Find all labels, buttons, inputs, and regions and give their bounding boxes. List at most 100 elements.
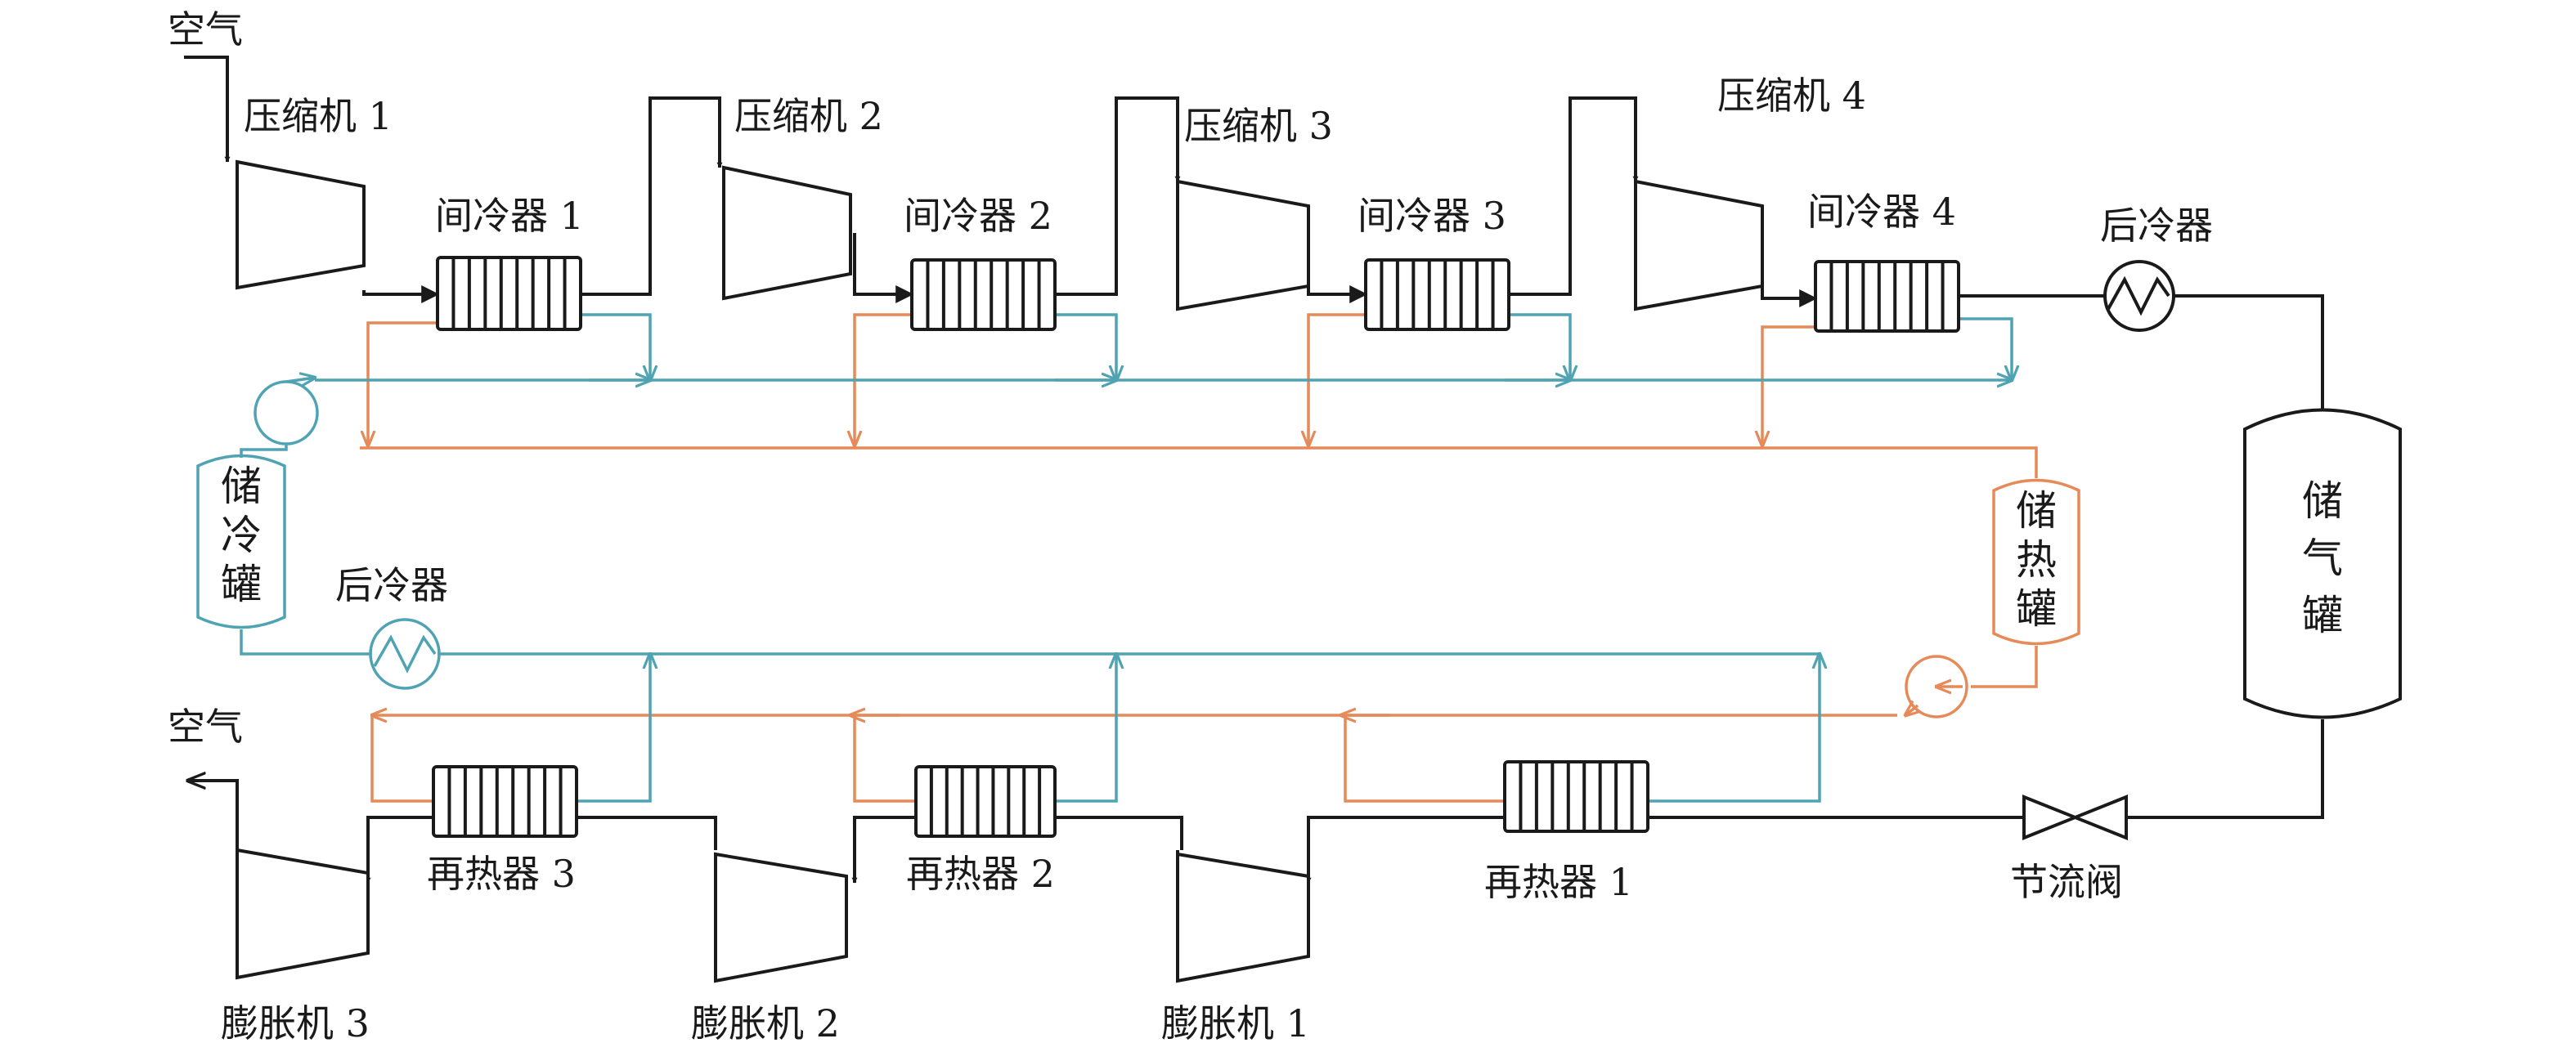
hot-line-reheater-1	[1344, 715, 1505, 803]
compressor-2-to-intercooler-2	[853, 233, 914, 303]
reheater-2-label: 再热器 2	[906, 852, 1055, 896]
intercooler-2-exchanger	[910, 258, 1057, 331]
heat-tank-shape	[1992, 478, 2080, 646]
hot-header-to-heat-tank	[360, 446, 2038, 478]
compressor-2-label: 压缩机 2	[734, 94, 883, 138]
cold-tank-label-2: 冷	[221, 512, 262, 559]
intercooler-3-body	[1364, 258, 1510, 331]
cold-line-reheater-3	[577, 654, 650, 803]
reheater-2-exchanger	[914, 765, 1057, 838]
cold-tank-label-1: 储	[221, 463, 262, 510]
hot-line-reheater-3	[370, 715, 433, 803]
heat-tank-label-2: 热	[2016, 536, 2057, 584]
intercooler-4-exchanger	[1814, 260, 1960, 333]
process-lines	[184, 56, 2324, 884]
aftercooler-bottom-zigzag	[373, 634, 437, 674]
reheater-3-exchanger	[432, 765, 578, 838]
heat-tank-label-3: 罐	[2016, 585, 2057, 633]
cold-line-intercooler-3	[1509, 313, 1570, 380]
compressor-4-shape	[1634, 179, 1764, 311]
compressor-4-to-intercooler-4	[1761, 245, 1818, 307]
cold-line-reheater-1	[1648, 654, 1820, 803]
cold-pump-icon	[254, 380, 319, 445]
hot-loop	[360, 313, 2080, 803]
hot-tank-to-pump	[1971, 646, 2038, 688]
intercooler-1-body	[436, 256, 582, 331]
cold-tank-to-aftercooler	[240, 629, 372, 656]
compressor-1-to-intercooler-1	[362, 285, 440, 303]
heat-tank-label-1: 储	[2016, 487, 2057, 535]
expander-3-shape	[236, 848, 370, 980]
intercooler-2-body	[910, 258, 1057, 331]
aftercooler-top-label: 后冷器	[2100, 204, 2213, 248]
intercooler-1-exchanger	[436, 256, 582, 331]
gas-tank-label-2: 气	[2302, 535, 2343, 582]
cold-pump-arrow	[285, 378, 315, 382]
gas-tank-label-1: 储	[2302, 477, 2343, 525]
reheater-3-body	[432, 765, 578, 838]
reheater-1-label: 再热器 1	[1484, 860, 1633, 904]
compressor-1-label: 压缩机 1	[244, 94, 393, 138]
intercooler-1-to-compressor-2	[581, 96, 723, 296]
reheater-1-exchanger	[1503, 760, 1649, 833]
cold-tank-shape	[196, 454, 286, 629]
reheater-1-body	[1503, 760, 1649, 833]
compressor-3-label: 压缩机 3	[1184, 104, 1333, 148]
compressor-1-shape	[236, 159, 366, 290]
hot-supply-intercooler-2	[855, 313, 912, 445]
hot-pump-icon	[1905, 655, 1968, 718]
hot-supply-intercooler-1	[368, 321, 438, 445]
cold-loop	[196, 313, 2012, 803]
expander-2-shape	[714, 852, 848, 983]
compressor-3-to-intercooler-3	[1307, 249, 1368, 303]
intercooler-2-label: 间冷器 2	[904, 194, 1052, 238]
compressor-2-shape	[722, 165, 852, 301]
intercooler-1-label: 间冷器 1	[435, 194, 584, 238]
expander-2-exit-to-reheater-3	[577, 816, 717, 850]
intercooler-2-to-compressor-3	[1055, 96, 1181, 296]
gas-tank-to-valve	[2126, 719, 2324, 819]
reheater-2-body	[914, 765, 1057, 838]
gas-tank-label-3: 罐	[2302, 592, 2343, 639]
intercooler-4-body	[1814, 260, 1960, 333]
expander-1-shape	[1176, 852, 1310, 983]
cold-tank-label-3: 罐	[221, 561, 262, 608]
intercooler-3-label: 间冷器 3	[1358, 194, 1506, 238]
expanders	[236, 848, 1310, 983]
air-inlet-line	[184, 56, 231, 163]
compressors	[236, 159, 1764, 311]
reheater-3-label: 再热器 3	[427, 852, 576, 896]
intercooler-4-label: 间冷器 4	[1807, 190, 1956, 234]
cold-line-intercooler-1	[581, 313, 650, 380]
cold-line-reheater-2	[1055, 654, 1116, 803]
throttle-valve-label: 节流阀	[2010, 860, 2123, 904]
intercooler-3-exchanger	[1364, 258, 1510, 331]
reheater-1-to-expander-1	[1305, 816, 1505, 884]
aftercooler-top-zigzag	[2107, 275, 2170, 316]
compressor-3-shape	[1176, 179, 1310, 311]
air-out-label: 空气	[168, 705, 243, 749]
hot-supply-intercooler-3	[1308, 313, 1366, 445]
gas-tank-shape	[2243, 408, 2402, 719]
cold-line-intercooler-2	[1055, 313, 1116, 380]
expander-1-label: 膨胀机 1	[1161, 1001, 1310, 1045]
expander-3-label: 膨胀机 3	[221, 1001, 370, 1045]
reheater-3-to-expander-3	[365, 816, 433, 884]
hot-line-reheater-2	[853, 715, 916, 803]
aftercooler-to-gas-tank	[2173, 294, 2324, 409]
hot-supply-intercooler-4	[1762, 325, 1815, 445]
intercooler-3-to-compressor-4	[1509, 96, 1639, 296]
aftercooler-bottom-icon	[369, 618, 441, 690]
labels: 空气 空气 压缩机 1 压缩机 2 压缩机 3 压缩机 4 间冷器 1 间冷器 …	[168, 7, 2343, 1045]
cold-line-intercooler-4	[1959, 317, 2012, 380]
expander-3-exhaust	[188, 781, 239, 850]
cold-pump-to-tank	[240, 444, 288, 458]
aftercooler-bottom-label: 后冷器	[335, 563, 448, 607]
compressor-4-label: 压缩机 4	[1717, 74, 1866, 118]
throttle-valve-icon	[2022, 795, 2128, 840]
expander-2-label: 膨胀机 2	[691, 1001, 840, 1045]
air-in-label: 空气	[168, 7, 243, 51]
expander-2-to-reheater-2	[1055, 816, 1183, 850]
heat-exchangers	[432, 256, 1960, 838]
